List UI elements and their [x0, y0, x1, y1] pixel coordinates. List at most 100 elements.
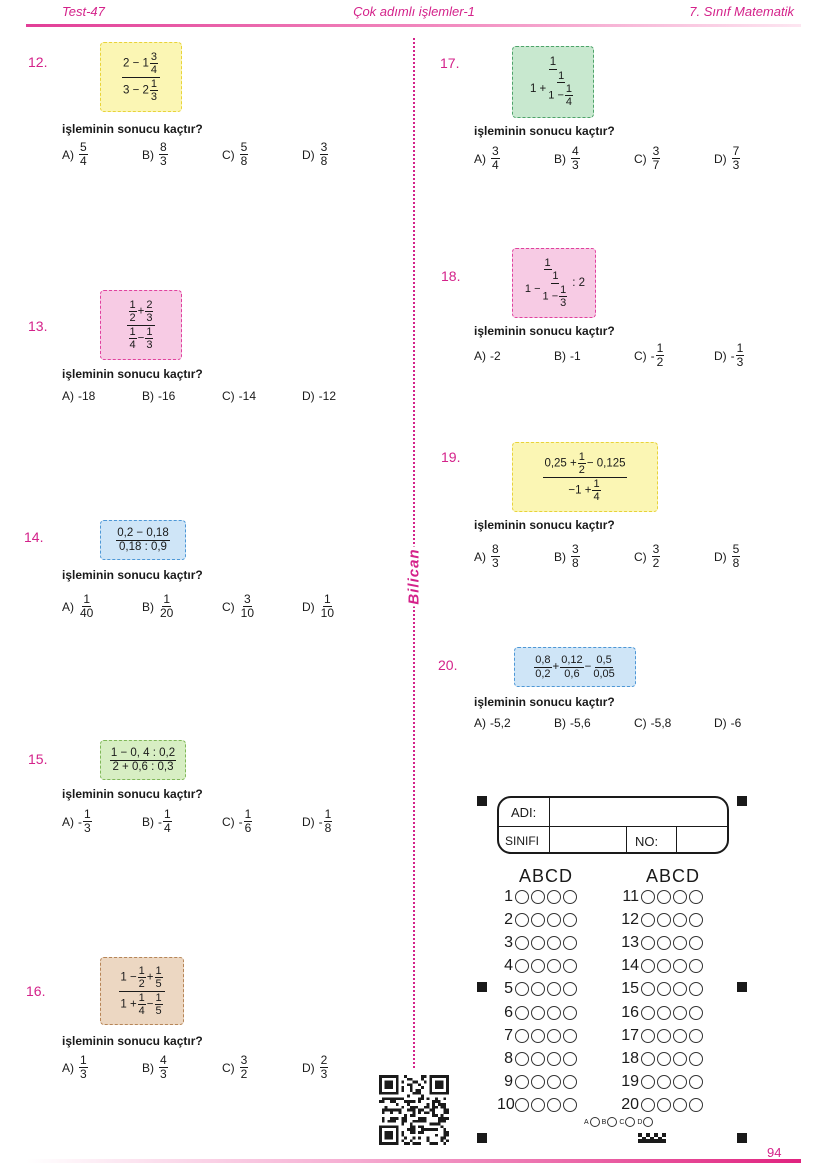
answer-bubble[interactable]	[515, 982, 529, 997]
answer-bubble[interactable]	[641, 982, 655, 997]
answer-bubble[interactable]	[673, 889, 687, 904]
answer-bubble[interactable]	[563, 1075, 577, 1090]
answer-bubble[interactable]	[531, 1098, 545, 1113]
answer-bubble[interactable]	[673, 1028, 687, 1043]
answer-bubble[interactable]	[641, 889, 655, 904]
answer-bubble[interactable]	[531, 1075, 545, 1090]
answer-bubble[interactable]	[673, 1005, 687, 1020]
answer-bubble[interactable]	[641, 959, 655, 974]
answer-bubble[interactable]	[563, 1051, 577, 1066]
answer-bubble[interactable]	[657, 935, 671, 950]
answer-bubble[interactable]	[563, 889, 577, 904]
answer-bubble[interactable]	[531, 889, 545, 904]
answer-bubble[interactable]	[547, 1005, 561, 1020]
answer-option[interactable]: D)-12	[302, 389, 382, 403]
answer-bubble[interactable]	[641, 1051, 655, 1066]
answer-bubble[interactable]	[657, 982, 671, 997]
answer-bubble[interactable]	[531, 982, 545, 997]
answer-bubble[interactable]	[547, 889, 561, 904]
answer-bubble[interactable]	[689, 959, 703, 974]
answer-bubble[interactable]	[515, 889, 529, 904]
answer-bubble[interactable]	[563, 1098, 577, 1113]
answer-option[interactable]: A)-2	[474, 342, 554, 369]
answer-bubble[interactable]	[641, 1005, 655, 1020]
answer-option[interactable]: C)-5,8	[634, 716, 714, 730]
answer-bubble[interactable]	[547, 1051, 561, 1066]
answer-bubble[interactable]	[515, 1051, 529, 1066]
answer-option[interactable]: C)-14	[222, 389, 302, 403]
answer-bubble[interactable]	[657, 1028, 671, 1043]
answer-bubble[interactable]	[689, 1075, 703, 1090]
answer-bubble[interactable]	[531, 1005, 545, 1020]
answer-option[interactable]: B)-5,6	[554, 716, 634, 730]
answer-bubble[interactable]	[673, 1051, 687, 1066]
answer-option[interactable]: A)-18	[62, 389, 142, 403]
answer-bubble[interactable]	[515, 912, 529, 927]
answer-bubble[interactable]	[531, 935, 545, 950]
answer-option[interactable]: B)-16	[142, 389, 222, 403]
answer-bubble[interactable]	[515, 935, 529, 950]
answer-bubble[interactable]	[673, 935, 687, 950]
qr-code[interactable]	[379, 1075, 449, 1145]
answer-bubble[interactable]	[515, 1098, 529, 1113]
answer-option[interactable]: B)-1	[554, 342, 634, 369]
answer-bubble[interactable]	[547, 935, 561, 950]
answer-bubble[interactable]	[531, 912, 545, 927]
answer-bubble[interactable]	[563, 912, 577, 927]
answer-bubble[interactable]	[657, 1051, 671, 1066]
answer-bubble[interactable]	[563, 959, 577, 974]
answer-bubble[interactable]	[641, 1075, 655, 1090]
answer-bubble[interactable]	[689, 889, 703, 904]
answer-bubble[interactable]	[515, 1075, 529, 1090]
answer-bubble[interactable]	[673, 1075, 687, 1090]
answer-bubble[interactable]	[673, 982, 687, 997]
answer-bubble[interactable]	[515, 959, 529, 974]
answer-bubble[interactable]	[547, 982, 561, 997]
answer-bubble[interactable]	[547, 1098, 561, 1113]
answer-bubble[interactable]	[657, 1075, 671, 1090]
answer-bubble[interactable]	[689, 982, 703, 997]
answer-bubble[interactable]	[515, 1028, 529, 1043]
answer-option[interactable]: A)-5,2	[474, 716, 554, 730]
answer-bubble[interactable]	[531, 959, 545, 974]
answer-bubble[interactable]	[657, 912, 671, 927]
answer-bubble[interactable]	[673, 959, 687, 974]
answer-bubble[interactable]	[657, 1005, 671, 1020]
answer-bubble[interactable]	[641, 1098, 655, 1113]
answer-bubble[interactable]	[641, 1028, 655, 1043]
answer-bubble[interactable]	[563, 1005, 577, 1020]
answer-bubble[interactable]	[657, 959, 671, 974]
answer-bubble[interactable]	[563, 935, 577, 950]
answer-bubble[interactable]	[531, 1028, 545, 1043]
answer-option[interactable]: D)-6	[714, 716, 794, 730]
answer-bubble[interactable]	[689, 912, 703, 927]
answer-bubble[interactable]	[563, 982, 577, 997]
answer-bubble[interactable]	[547, 912, 561, 927]
answer-bubble[interactable]	[689, 1051, 703, 1066]
answer-bubble[interactable]	[641, 912, 655, 927]
answer-bubble[interactable]	[515, 1005, 529, 1020]
answer-bubble[interactable]	[547, 1075, 561, 1090]
answer-bubble[interactable]	[547, 1028, 561, 1043]
answer-bubble[interactable]	[563, 1028, 577, 1043]
